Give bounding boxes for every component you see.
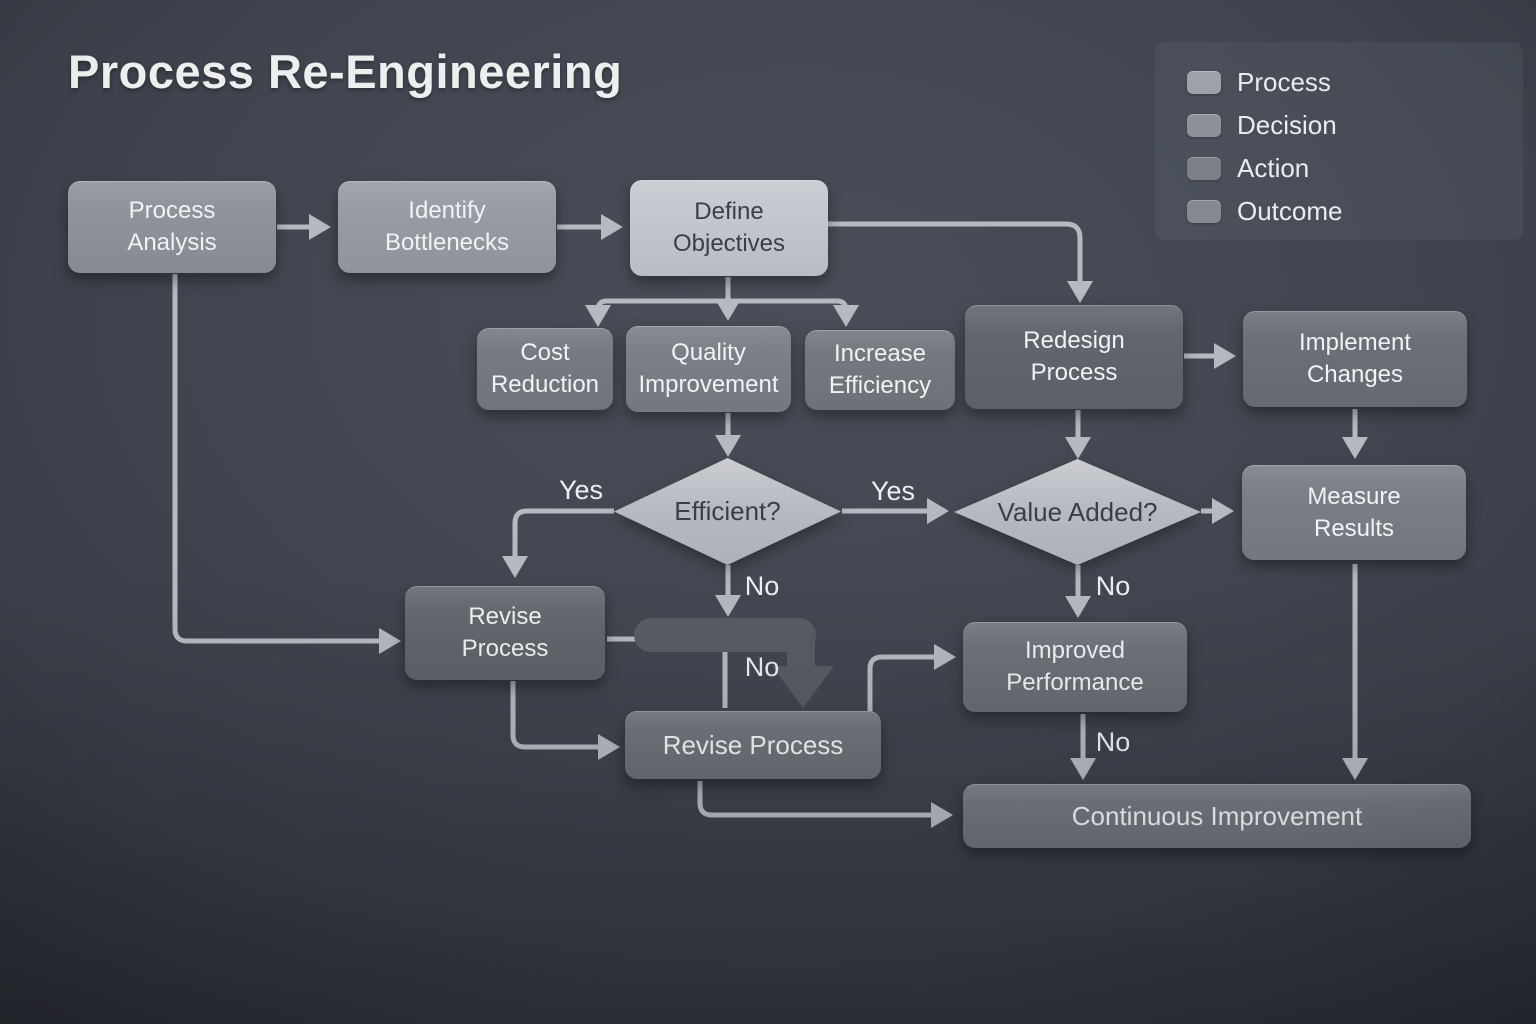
arrowhead-analysis-to-revise1 xyxy=(379,628,401,654)
node-efficient-label: Efficient? xyxy=(674,496,781,526)
node-improved-performance: Improved Performance xyxy=(963,622,1187,712)
node-continuous-improvement: Continuous Improvement xyxy=(963,784,1471,848)
edge-label-improved-no: No xyxy=(1096,727,1131,757)
node-cost-reduction-label: Cost Reduction xyxy=(490,339,600,398)
node-implement-changes: Implement Changes xyxy=(1243,311,1467,407)
efficient-diamond-shape: Efficient? xyxy=(614,458,841,565)
node-quality-improvement-label: Quality Improvement xyxy=(638,339,779,398)
arrowhead-to-bottlenecks xyxy=(309,214,331,240)
edge-label-efficient-no: No xyxy=(745,571,780,601)
node-cost-reduction: Cost Reduction xyxy=(477,328,613,410)
page-title: Process Re-Engineering xyxy=(68,45,623,98)
node-define-objectives-label: Define Objectives xyxy=(672,198,786,257)
node-identify-bottlenecks-label: Identify Bottlenecks xyxy=(384,197,510,256)
edge-label-revise-no: No xyxy=(745,652,780,682)
arrowhead-yes-to-revise1 xyxy=(502,556,528,578)
arrowhead-revise2-to-continuous xyxy=(931,802,953,828)
arrowhead-to-revise2 xyxy=(598,734,620,760)
legend-swatch-decision-icon xyxy=(1187,114,1221,137)
node-increase-efficiency-label: Increase Efficiency xyxy=(828,340,932,399)
legend-item-outcome: Outcome xyxy=(1187,196,1523,227)
edge-label-efficient-yes: Yes xyxy=(559,475,603,505)
connector-efficient-yes-to-revise1 xyxy=(512,508,614,557)
arrowhead-no-to-improved xyxy=(1065,596,1091,618)
node-process-analysis-label: Process Analysis xyxy=(127,197,217,256)
node-revise-process-1-label: Revise Process xyxy=(461,603,549,662)
node-define-objectives: Define Objectives xyxy=(630,180,828,276)
arrowhead-to-quality xyxy=(715,299,741,321)
node-revise-process-1: Revise Process xyxy=(405,586,605,680)
node-quality-improvement: Quality Improvement xyxy=(626,326,791,412)
arrowhead-to-value xyxy=(927,498,949,524)
legend-swatch-action-icon xyxy=(1187,157,1221,180)
legend-swatch-outcome-icon xyxy=(1187,200,1221,223)
arrowhead-dark-to-revise2 xyxy=(772,666,834,708)
arrowhead-measure-to-continuous xyxy=(1342,758,1368,780)
legend-label-process: Process xyxy=(1237,67,1331,97)
node-revise-process-2-label: Revise Process xyxy=(662,729,844,760)
node-increase-efficiency: Increase Efficiency xyxy=(805,330,955,410)
arrowhead-to-efficient xyxy=(715,435,741,457)
legend-item-action: Action xyxy=(1187,153,1523,184)
arrowhead-to-implement xyxy=(1214,343,1236,369)
arrowhead-to-improved xyxy=(934,644,956,670)
node-measure-results-label: Measure Results xyxy=(1307,482,1401,542)
arrowhead-implement-to-measure xyxy=(1342,437,1368,459)
edge-label-value-yes: Yes xyxy=(871,476,915,506)
node-process-analysis: Process Analysis xyxy=(68,181,276,273)
node-redesign-process: Redesign Process xyxy=(965,305,1183,409)
arrowhead-no-to-bar xyxy=(715,595,741,617)
node-redesign-process-label: Redesign Process xyxy=(1023,327,1125,386)
value-added-diamond-shape: Value Added? xyxy=(954,459,1201,565)
connector-analysis-to-revise1 xyxy=(172,274,380,644)
legend-item-decision: Decision xyxy=(1187,110,1523,141)
node-value-added-label: Value Added? xyxy=(997,496,1158,527)
arrowhead-to-efficiency xyxy=(833,305,859,327)
arrowhead-redesign-to-value xyxy=(1065,437,1091,459)
node-revise-process-2: Revise Process xyxy=(625,711,881,779)
arrowhead-to-measure xyxy=(1212,498,1234,524)
node-improved-performance-label: Improved Performance xyxy=(1006,637,1144,696)
node-identify-bottlenecks: Identify Bottlenecks xyxy=(338,181,556,273)
legend-item-process: Process xyxy=(1187,67,1523,98)
legend-label-decision: Decision xyxy=(1237,110,1337,140)
arrowhead-to-redesign xyxy=(1067,281,1093,303)
node-measure-results: Measure Results xyxy=(1242,465,1466,560)
legend-label-outcome: Outcome xyxy=(1237,196,1343,226)
node-value-added-decision: Value Added? xyxy=(954,459,1201,565)
connector-revise2-to-improved xyxy=(867,654,935,713)
arrowhead-to-cost xyxy=(585,305,611,327)
arrowhead-improved-to-continuous xyxy=(1070,758,1096,780)
connector-revise2-to-continuous xyxy=(697,781,932,818)
connector-objectives-to-redesign xyxy=(828,221,1083,282)
arrowhead-to-objectives xyxy=(601,214,623,240)
node-implement-changes-label: Implement Changes xyxy=(1298,329,1412,388)
node-continuous-improvement-label: Continuous Improvement xyxy=(1071,800,1363,831)
legend-label-action: Action xyxy=(1237,153,1310,183)
connector-revise1-to-revise2 xyxy=(510,681,599,750)
legend-panel: Process Decision Action Outcome xyxy=(1155,42,1523,240)
edge-label-value-no: No xyxy=(1096,571,1131,601)
node-efficient-decision: Efficient? xyxy=(614,458,841,565)
legend-swatch-process-icon xyxy=(1187,71,1221,94)
